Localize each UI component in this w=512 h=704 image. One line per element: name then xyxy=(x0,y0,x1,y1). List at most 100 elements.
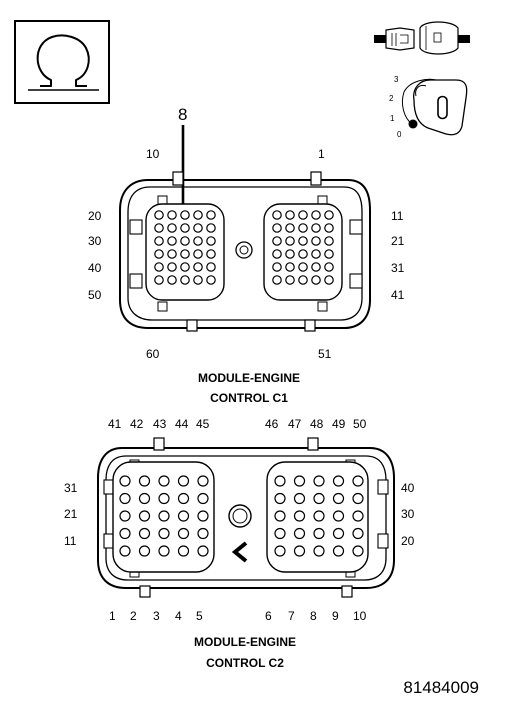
c2-label-42: 42 xyxy=(130,417,144,431)
figure-number: 81484009 xyxy=(403,678,479,697)
connector-c1: 8 10 1 20 30 40 50 11 21 xyxy=(88,105,405,405)
c2-label-48: 48 xyxy=(310,417,324,431)
c1-label-1: 1 xyxy=(318,147,325,161)
c1-right-pin-cavity xyxy=(311,249,321,259)
c1-label-51: 51 xyxy=(318,347,332,361)
c2-left-pin-cavity xyxy=(177,475,190,487)
c1-left-pin-cavity xyxy=(154,236,164,246)
c2-left-pin-cavity xyxy=(158,545,170,557)
c1-right-pin-cavity xyxy=(324,236,334,246)
key-pos-1: 1 xyxy=(390,114,395,123)
c2-left-pin-cavity xyxy=(158,527,170,540)
c2-right-pin-cavity xyxy=(313,510,325,522)
c2-label-10: 10 xyxy=(353,609,367,623)
c2-label-40: 40 xyxy=(401,481,415,495)
c2-left-pin-cavity xyxy=(119,527,131,540)
c2-right-pin-cavity xyxy=(293,475,306,487)
c1-left-pin-cavity xyxy=(154,249,164,259)
c1-right-pin-cavity xyxy=(311,210,321,220)
c1-right-pin-cavity xyxy=(272,249,282,259)
c1-right-pin-cavity xyxy=(285,275,295,285)
c2-label-4: 4 xyxy=(175,609,182,623)
ignition-key-icon: 3 2 1 0 xyxy=(389,75,468,139)
c2-label-46: 46 xyxy=(265,417,279,431)
c2-right-pin-cavity xyxy=(274,527,286,540)
c1-left-pin-cavity xyxy=(193,249,203,259)
c2-label-45: 45 xyxy=(196,417,210,431)
c2-left-pin-cavity xyxy=(119,475,131,487)
c2-label-1: 1 xyxy=(109,609,116,623)
c1-left-pin-cavity xyxy=(167,275,177,285)
c2-label-43: 43 xyxy=(153,417,167,431)
c2-right-pin-cavity xyxy=(293,527,306,540)
c1-left-pin-cavity xyxy=(193,236,203,246)
c1-left-pin-cavity xyxy=(193,223,203,233)
c2-right-pin-cavity xyxy=(274,510,286,522)
c2-left-pin-cavity xyxy=(138,492,151,505)
c1-right-pin-cavity xyxy=(311,236,321,246)
c2-label-50: 50 xyxy=(353,417,367,431)
c1-right-pin-cavity xyxy=(285,249,295,259)
c1-label-31: 31 xyxy=(391,261,405,275)
c1-title-line1: MODULE-ENGINE xyxy=(198,371,300,385)
c2-right-pin-cavity xyxy=(352,492,364,505)
c1-right-pin-cavity xyxy=(324,249,334,259)
c2-left-pin-cavity xyxy=(119,492,131,505)
c1-left-pin-cavity xyxy=(180,249,190,259)
callout-pin-8-label: 8 xyxy=(178,105,187,124)
c2-left-pin-cavity xyxy=(197,492,209,505)
c1-right-pin-cavity xyxy=(298,275,308,285)
c2-right-pin-cavity xyxy=(352,475,364,487)
c1-left-pin-cavity xyxy=(167,262,177,272)
c1-right-pin-cavity xyxy=(285,236,295,246)
c2-left-pin-cavity xyxy=(158,492,170,505)
c2-label-47: 47 xyxy=(288,417,302,431)
c2-right-pin-cavity xyxy=(293,492,306,505)
c1-right-pin-cavity xyxy=(311,275,321,285)
c1-right-pin-cavity xyxy=(298,223,308,233)
c2-right-pin-cavity xyxy=(332,510,345,522)
c1-label-20: 20 xyxy=(88,209,102,223)
c2-left-pin-cavity xyxy=(197,527,209,540)
c2-left-pin-cavity xyxy=(138,510,151,522)
c1-right-pin-cavity xyxy=(298,236,308,246)
c2-label-49: 49 xyxy=(332,417,346,431)
c1-left-pin-cavity xyxy=(167,249,177,259)
key-pos-0: 0 xyxy=(397,130,402,139)
disconnect-connector-icon xyxy=(374,21,470,55)
c1-right-pin-cavity xyxy=(285,223,295,233)
c1-label-30: 30 xyxy=(88,234,102,248)
c1-title-line2: CONTROL C1 xyxy=(210,391,288,405)
c1-right-pin-cavity xyxy=(298,210,308,220)
c2-right-pin-cavity xyxy=(332,475,345,487)
c1-label-60: 60 xyxy=(146,347,160,361)
c2-left-pin-cavity xyxy=(197,510,209,522)
c2-label-31: 31 xyxy=(64,481,78,495)
c1-right-pin-cavity xyxy=(272,210,282,220)
c2-left-pin-cavity xyxy=(197,545,209,557)
key-pos-2: 2 xyxy=(389,94,394,103)
c2-left-pin-cavity xyxy=(177,545,190,557)
c1-left-pin-cavity xyxy=(154,223,164,233)
c2-right-pin-cavity xyxy=(274,545,286,557)
c1-right-pin-cavity xyxy=(285,262,295,272)
c1-left-pin-cavity xyxy=(193,275,203,285)
connector-c2: 41 42 43 44 45 46 47 48 49 50 xyxy=(64,417,415,670)
c1-left-pin-cavity xyxy=(206,223,216,233)
c2-right-pin-cavity xyxy=(313,527,325,540)
c1-left-pin-cavity xyxy=(180,223,190,233)
c2-label-9: 9 xyxy=(332,609,339,623)
c2-label-41: 41 xyxy=(108,417,122,431)
ohmmeter-icon xyxy=(14,20,110,104)
c1-right-pin-cavity xyxy=(285,210,295,220)
c1-right-pin-cavity xyxy=(324,262,334,272)
c2-label-20: 20 xyxy=(401,534,415,548)
c2-left-pin-cavity xyxy=(158,510,170,522)
c2-label-5: 5 xyxy=(196,609,203,623)
c2-left-pin-cavity xyxy=(158,475,170,487)
c2-label-8: 8 xyxy=(310,609,317,623)
c2-left-pin-cavity xyxy=(177,510,190,522)
c1-right-pin-cavity xyxy=(324,275,334,285)
c1-left-pin-cavity xyxy=(154,210,164,220)
c2-left-pin-cavity xyxy=(119,545,131,557)
